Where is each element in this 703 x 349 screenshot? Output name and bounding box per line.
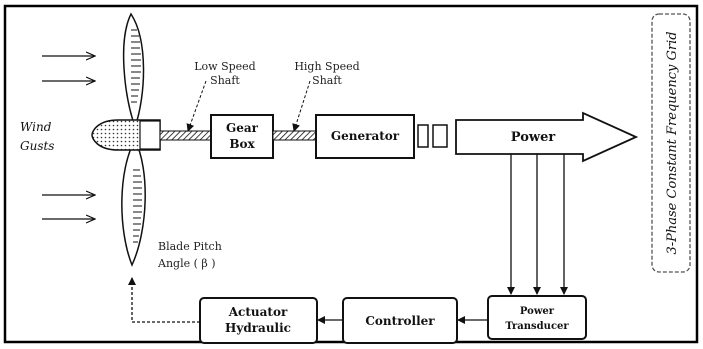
power-transducer-box (487, 295, 587, 340)
actuator-label-line2: Hydraulic (225, 321, 291, 335)
grid-label: 3-Phase Constant Frequency Grid (665, 31, 680, 254)
low-speed-shaft (159, 130, 212, 141)
wind-arrows (42, 56, 95, 219)
gear-box-label-line2: Box (229, 137, 255, 151)
actuator-hydraulic-box (199, 297, 318, 344)
power-measurement-lines (507, 154, 568, 295)
generator-label: Generator (331, 129, 400, 143)
blade-pitch-label-line2: Angle ( β ) (157, 257, 216, 270)
low-speed-shaft-label-line2: Shaft (210, 74, 240, 87)
wind-label-line2: Gusts (20, 139, 54, 153)
power-label: Power (511, 130, 556, 145)
high-speed-shaft (272, 130, 317, 141)
controller-label: Controller (365, 314, 435, 328)
diagram-frame (3, 4, 699, 344)
high-speed-shaft-pointer (292, 80, 311, 132)
pitch-feedback-arrow (128, 277, 200, 323)
blade-pitch-label-line1: Blade Pitch (158, 240, 222, 253)
gear-box-label-line1: Gear (226, 121, 259, 135)
rotor-hub (91, 119, 161, 151)
low-speed-shaft-label-line1: Low Speed (194, 60, 255, 73)
slip-ring (432, 124, 448, 148)
actuator-label-line1: Actuator (228, 305, 288, 319)
power-arrow (455, 111, 639, 163)
wind-label-line1: Wind (20, 120, 52, 134)
power-transducer-label-line2: Transducer (505, 321, 569, 332)
turbine-blade-top (122, 12, 145, 130)
low-speed-shaft-pointer (186, 80, 207, 132)
slip-ring (417, 124, 429, 148)
high-speed-shaft-label-line1: High Speed (294, 60, 359, 73)
turbine-blade-bottom (121, 138, 146, 267)
power-transducer-label-line1: Power (520, 306, 555, 317)
high-speed-shaft-label-line2: Shaft (312, 74, 342, 87)
generator-box (315, 114, 415, 159)
grid-box (651, 13, 691, 273)
